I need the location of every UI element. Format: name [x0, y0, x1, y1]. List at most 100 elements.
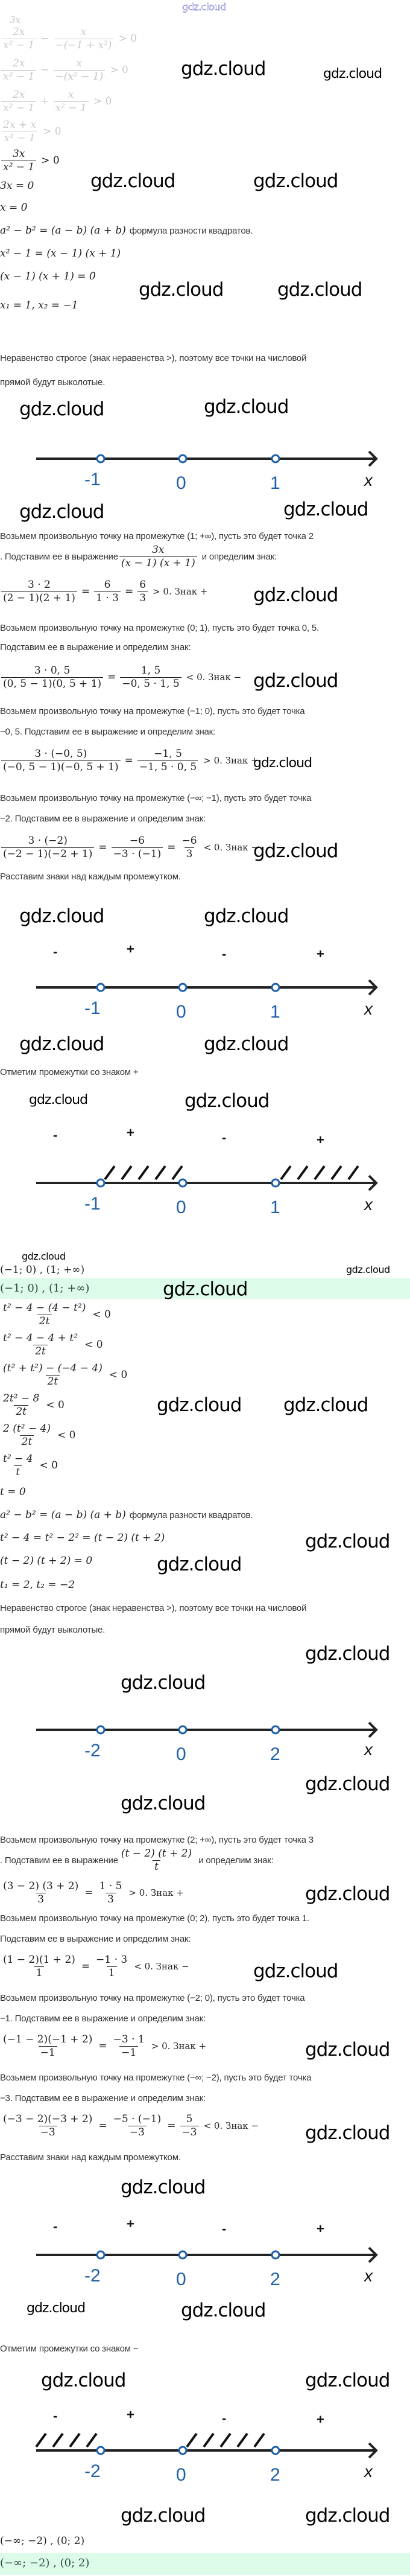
open-point — [271, 983, 280, 992]
numerator: 2x — [12, 26, 25, 38]
watermark: gdz.cloud — [204, 1033, 289, 1055]
numerator: 3 · 0, 5 — [34, 665, 71, 677]
denominator: −3 — [38, 2125, 57, 2138]
watermark: gdz.cloud — [253, 840, 338, 862]
watermark: gdz.cloud — [277, 279, 362, 301]
denominator: 2t — [37, 1314, 52, 1327]
hatch-mark — [35, 2432, 47, 2448]
axis-arrow-icon — [368, 2246, 378, 2263]
answer-1-plain: (−1; 0) , (1; +∞) — [0, 1264, 85, 1276]
denominator: 2t — [45, 1374, 60, 1388]
denominator: 3 — [106, 1892, 116, 1905]
open-point — [271, 2446, 280, 2455]
answer-1-highlight: (−1; 0) , (1; +∞) — [0, 1278, 410, 1299]
operator: + — [40, 95, 49, 108]
denominator: −0, 5 · 1, 5 — [120, 677, 181, 690]
interval-2-intro: Возьмем произвольную точку на промежутке… — [0, 623, 319, 633]
watermark: gdz.cloud — [19, 1033, 104, 1055]
hatch-mark — [314, 1165, 326, 1181]
open-point — [178, 454, 188, 464]
sign-result: > 0. Знак + — [153, 586, 208, 598]
numerator: 3 · (−0, 5) — [34, 748, 87, 760]
watermark: gdz.cloud — [305, 1773, 390, 1795]
answer-2-plain: (−∞; −2) , (0; 2) — [0, 2535, 85, 2547]
hatch-mark — [297, 1165, 309, 1181]
numerator: 6 — [139, 579, 147, 591]
numerator: 2t² − 8 — [3, 1392, 40, 1404]
number-line-svg: -1 0 1 x — [36, 450, 378, 493]
denominator: 1 — [106, 1966, 117, 1979]
numerator: 6 — [104, 579, 111, 591]
hatch-mark — [347, 1165, 359, 1181]
hatch-mark — [154, 1165, 166, 1181]
mark-minus-text: Отметим промежутки со знаком − — [0, 2344, 139, 2354]
operator: − — [40, 64, 49, 77]
numerator: 1, 5 — [140, 665, 161, 677]
numerator: 2x — [12, 89, 25, 101]
tick-label: -2 — [84, 2461, 101, 2481]
p2-interval-2-intro: Возьмем произвольную точку на промежутке… — [0, 1913, 309, 1924]
watermark: gdz.cloud — [121, 2505, 206, 2527]
tick-label: 1 — [270, 1197, 280, 1217]
p2-interval-4-intro: Возьмем произвольную точку на промежутке… — [0, 2073, 312, 2083]
tick-label: 1 — [270, 1002, 280, 1022]
number-line-svg: - + - + -2 0 2 x — [36, 2216, 378, 2289]
watermark: gdz.cloud — [305, 2505, 390, 2527]
relation: > 0 — [110, 64, 128, 77]
formula-line: a² − b² = (a − b) (a + b) формула разнос… — [0, 225, 253, 237]
number-line-3: - + - + -1 0 1 x — [0, 1123, 410, 1219]
denominator: x² − 1 — [53, 101, 89, 114]
hatch-mark — [203, 2432, 215, 2448]
watermark: gdz.cloud — [181, 2300, 266, 2321]
numerator: −5 · (−1) — [113, 2113, 162, 2125]
denominator: x² − 1 — [1, 160, 37, 173]
denominator: (0, 5 − 1)(0, 5 + 1) — [1, 677, 104, 690]
open-point — [271, 454, 280, 464]
formula-text: формула разности квадратов. — [129, 1510, 253, 1520]
watermark: gdz.cloud — [253, 756, 312, 771]
answer-2-highlight: (−∞; −2) , (0; 2) — [0, 2553, 410, 2575]
denominator: 2t — [33, 1344, 48, 1357]
watermark: gdz.cloud — [204, 905, 289, 927]
denominator: 1 — [34, 1966, 45, 1979]
watermark: gdz.cloud — [305, 2039, 390, 2061]
denominator: 2t — [19, 1435, 34, 1448]
denominator: −1 — [119, 2045, 139, 2059]
watermark: gdz.cloud — [305, 1531, 390, 1552]
interval-sign: - — [222, 2221, 226, 2236]
header-watermark: gdz.cloud — [182, 1, 227, 13]
watermark: gdz.cloud — [22, 1251, 66, 1262]
sign-result: < 0. Знак − — [186, 672, 242, 683]
interval-sign: + — [317, 2412, 324, 2427]
open-point — [271, 2250, 280, 2260]
p2-interval-3-calc: (−1 − 2)(−1 + 2)−1 = −3 · 1−1 > 0. Знак … — [0, 2033, 206, 2059]
watermark: gdz.cloud — [283, 499, 368, 520]
watermark: gdz.cloud — [305, 1643, 390, 1665]
numerator: −6 — [129, 835, 145, 847]
denominator: (−2 − 1)(−2 + 1) — [1, 847, 95, 860]
tick-label: 0 — [176, 473, 186, 493]
denominator: t — [153, 1860, 160, 1873]
denominator: −1 — [38, 2045, 57, 2059]
tick-label: -1 — [84, 1194, 101, 1214]
denominator: 3 — [137, 591, 148, 604]
p2-interval-4-calc: (−3 − 2)(−3 + 2)−3 = −5 · (−1)−3 = 5−3 <… — [0, 2113, 259, 2138]
hatch-mark — [171, 1165, 183, 1181]
numerator: x — [68, 89, 74, 101]
axis-variable: x — [363, 471, 373, 489]
relation: < 0 — [109, 1369, 128, 1382]
answer-2-text: (−∞; −2) , (0; 2) — [0, 2557, 90, 2569]
hatch-mark — [186, 2432, 198, 2448]
numerator: 3x — [12, 148, 25, 160]
sign-result: > 0. Знак + — [203, 755, 259, 767]
tick-label: 2 — [270, 1744, 280, 1764]
interval-sign: - — [53, 2219, 57, 2234]
denominator: 2t — [14, 1404, 28, 1418]
tick-label: 0 — [176, 1002, 186, 1022]
hatch-mark — [280, 1165, 292, 1181]
interval-sign: + — [127, 1125, 134, 1140]
numerator: 1 · 5 — [99, 1880, 122, 1892]
